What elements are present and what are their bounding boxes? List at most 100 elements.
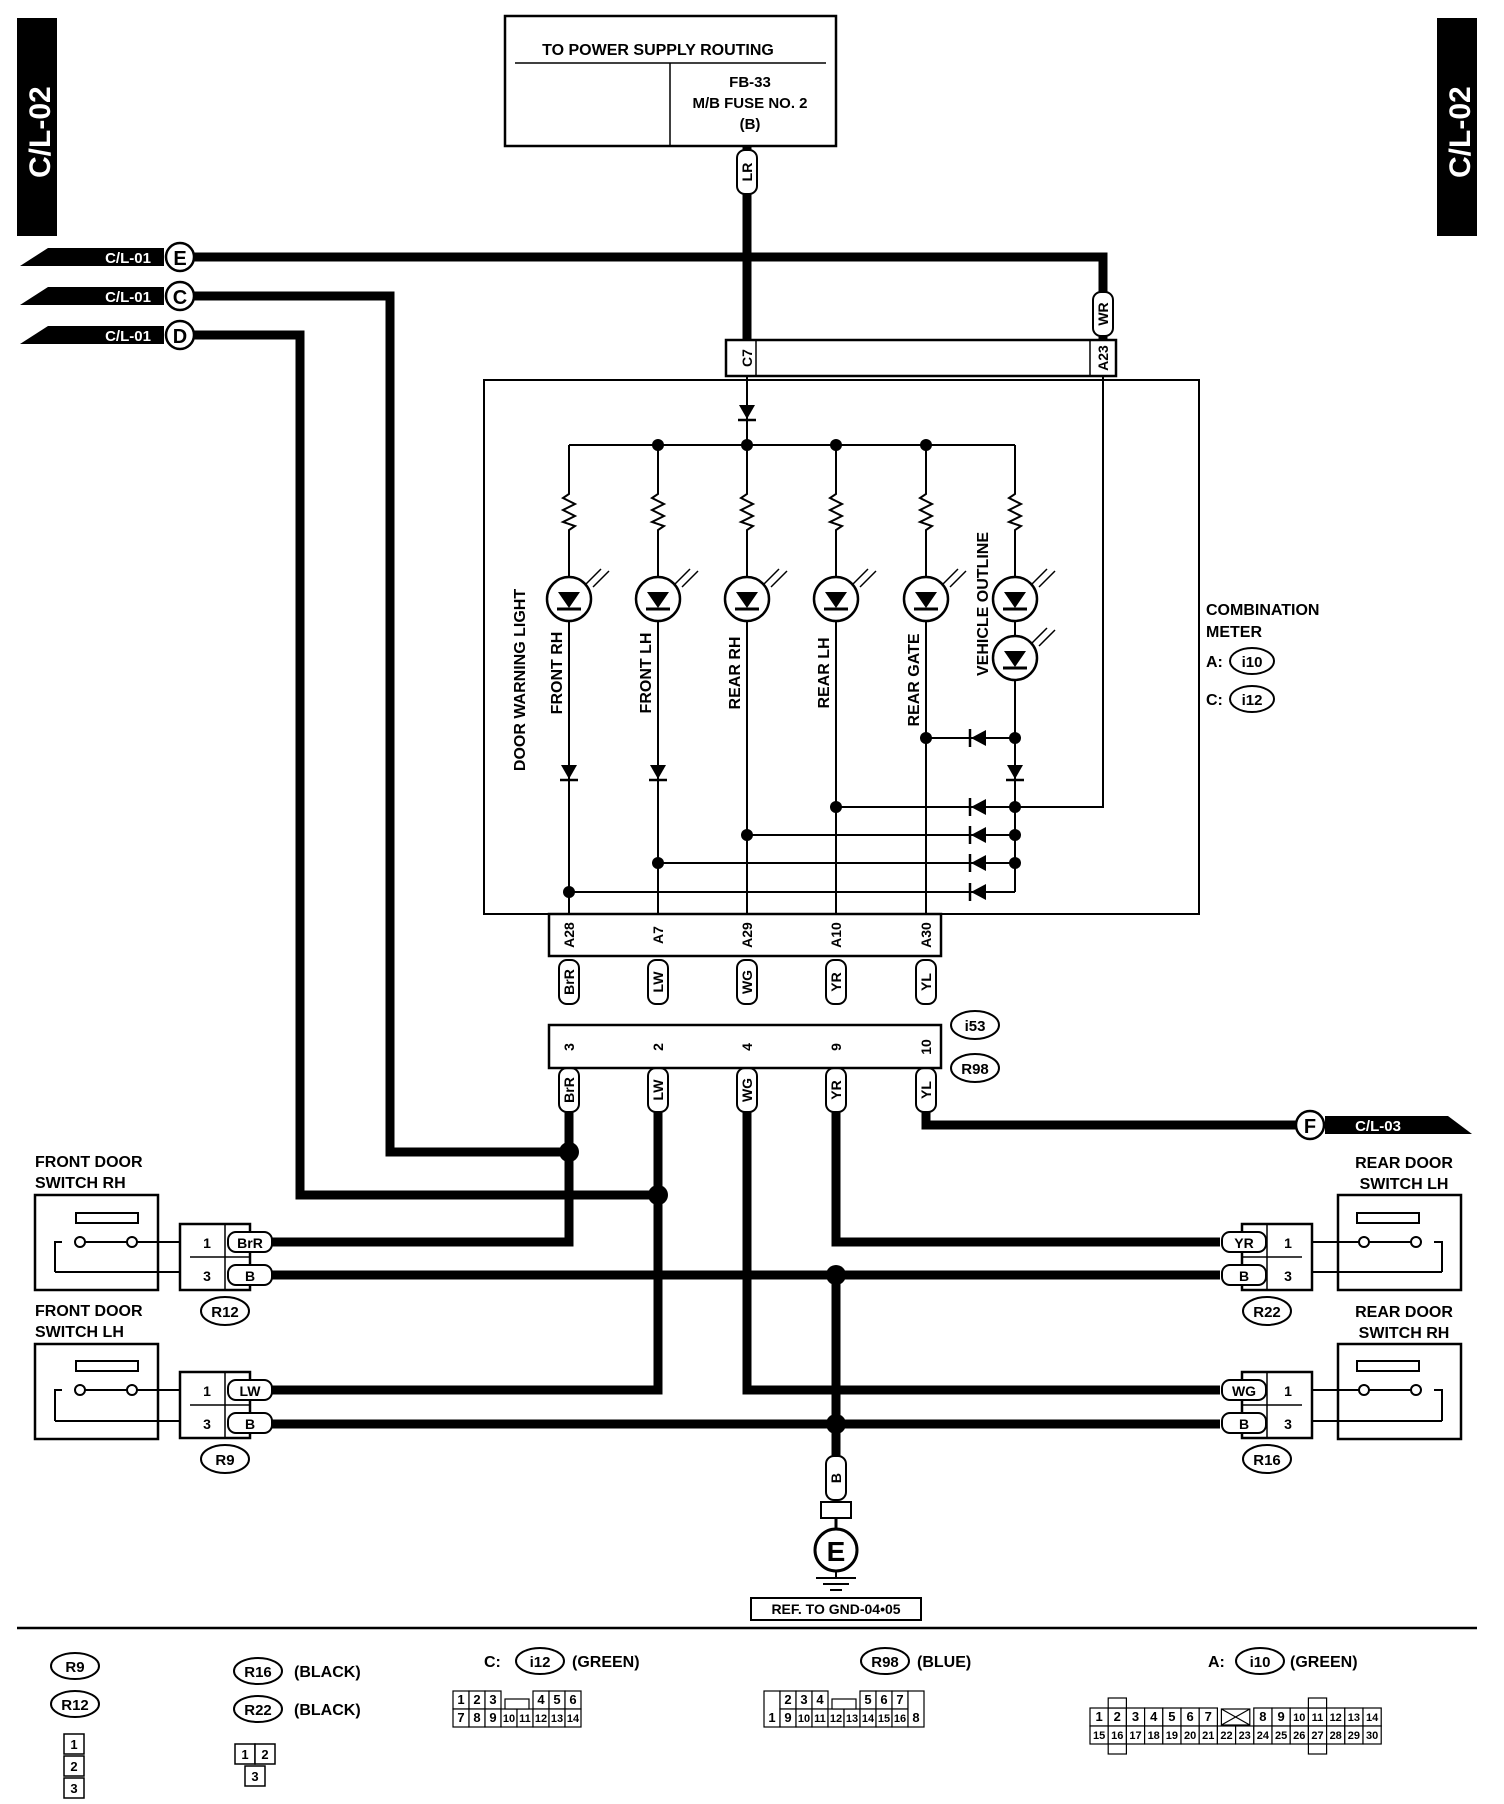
i10-pin-26-label: 26	[1293, 1730, 1305, 1742]
i10-pin-9-label: 9	[1277, 1709, 1284, 1724]
r98-pin-6-label: 6	[880, 1692, 887, 1707]
door-warning-light-label: DOOR WARNING LIGHT	[512, 589, 529, 771]
terminal-a23: A23	[1095, 345, 1111, 371]
wire-brr	[250, 1080, 574, 1247]
ground-point: B E REF. TO GND-04•05	[750, 1455, 922, 1621]
connector-r12-tag: R12	[211, 1304, 239, 1321]
r98-pin-11-label: 11	[814, 1713, 826, 1725]
wire-code-yr-upper: YR	[828, 972, 844, 991]
r98-key	[831, 1698, 857, 1710]
wire-code-wg-lower: WG	[739, 1078, 755, 1102]
legend-i12: i12	[530, 1654, 551, 1671]
offpage-arrow-d: C/L-01 D	[20, 319, 196, 351]
rear-rh-pin3: 3	[1284, 1416, 1292, 1432]
i10-pin-14-label: 14	[1366, 1712, 1379, 1724]
i10-pin-19-label: 19	[1166, 1730, 1178, 1742]
i10-pin-12-label: 12	[1330, 1712, 1342, 1724]
front-rh-pin3: 3	[203, 1268, 211, 1284]
combination-meter-label: COMBINATION METER A: i10 C: i12	[1206, 602, 1319, 713]
front-rh-wire-b: B	[245, 1268, 255, 1284]
wire-code-brr-lower: BrR	[561, 1077, 577, 1103]
rear-rh-wire-wg: WG	[1232, 1383, 1256, 1399]
wire-code-brr-upper: BrR	[561, 969, 577, 995]
r98-pin-16-label: 16	[894, 1713, 906, 1725]
rear-door-switch-lh-line1: REAR DOOR	[1355, 1155, 1453, 1172]
wire-code-yl-upper: YL	[918, 973, 934, 991]
i10-pin-21-label: 21	[1202, 1730, 1214, 1742]
rear-door-switch-lh-line2: SWITCH LH	[1360, 1176, 1449, 1193]
offpage-e-page: C/L-01	[105, 250, 151, 267]
lamp-rear-rh-label: REAR RH	[727, 637, 744, 710]
i10-pin-16-label: 16	[1111, 1730, 1123, 1742]
wire-yr	[831, 1080, 1220, 1247]
front-door-switch-lh-line2: SWITCH LH	[35, 1324, 124, 1341]
i10-pin-30	[1362, 1725, 1382, 1745]
lamp-front-rh-label: FRONT RH	[549, 632, 566, 715]
terminal-a10: A10	[828, 922, 844, 948]
i10-pin-2-label: 2	[1114, 1709, 1121, 1724]
joint-pin-3: 3	[561, 1043, 577, 1051]
i12-pin-14	[564, 1708, 582, 1728]
r98-pin-15-label: 15	[878, 1713, 890, 1725]
i10-pin-5-label: 5	[1168, 1709, 1175, 1724]
r98-pin-10-label: 10	[798, 1713, 810, 1725]
i10-tab-3	[1307, 1743, 1328, 1755]
front-door-switch-rh-line1: FRONT DOOR	[35, 1154, 143, 1171]
page-tag-left-label: C/L-02	[24, 86, 57, 178]
lamp-front-lh-label: FRONT LH	[638, 633, 655, 714]
i10-tab-1	[1307, 1697, 1328, 1709]
front-lh-pin1: 1	[203, 1383, 211, 1399]
connector-i10-tag: i10	[1242, 654, 1263, 671]
combination-meter-line2: METER	[1206, 624, 1262, 641]
ground-wire-code: B	[828, 1473, 844, 1483]
joint-pin-4: 4	[739, 1043, 755, 1051]
rear-door-switch-lh: REAR DOOR SWITCH LH 1 3 YR B R22	[1221, 1155, 1463, 1326]
i10-pin-4-label: 4	[1150, 1709, 1158, 1724]
harness-junctions	[559, 1142, 846, 1434]
i10-pin-1-label: 1	[1095, 1709, 1102, 1724]
terminal-a30: A30	[918, 922, 934, 948]
page-tag-left	[17, 18, 57, 236]
legend-r9: R9	[65, 1659, 84, 1676]
offpage-d-page: C/L-01	[105, 328, 151, 345]
wire-code-lr: LR	[739, 163, 755, 182]
wire-c	[194, 291, 569, 1157]
rear-rh-pin1: 1	[1284, 1383, 1292, 1399]
wire-d	[194, 330, 658, 1200]
i10-pin-10-label: 10	[1293, 1712, 1305, 1724]
i10-pin-18-label: 18	[1148, 1730, 1160, 1742]
offpage-arrow-e: C/L-01 E	[20, 241, 196, 273]
meter-junctions	[563, 439, 1021, 898]
r98-pin-9-label: 9	[784, 1710, 791, 1725]
i12-pin-13-label: 13	[551, 1713, 563, 1725]
r98-pin-7-label: 7	[896, 1692, 903, 1707]
i12-pin-11-label: 11	[519, 1713, 531, 1725]
legend-r16-color: (BLACK)	[294, 1664, 361, 1681]
i12-pin-4-label: 4	[537, 1692, 545, 1707]
legend-3pin-triangle: 1 2 3	[234, 1743, 276, 1787]
legend-r12: R12	[61, 1697, 89, 1714]
rear-lh-wire-b: B	[1239, 1268, 1249, 1284]
wire-code-yr-lower: YR	[828, 1080, 844, 1099]
rear-lh-wire-yr: YR	[1234, 1235, 1253, 1251]
combination-meter-line1: COMBINATION	[1206, 602, 1319, 619]
legend-c-prefix: C:	[484, 1654, 501, 1671]
harness-wires	[194, 146, 1300, 1462]
page-tag-right	[1437, 18, 1477, 236]
i10-pin-17-label: 17	[1129, 1730, 1141, 1742]
i10-pin-15-label: 15	[1093, 1730, 1105, 1742]
front-rh-wire-brr: BrR	[237, 1235, 263, 1251]
resistors	[562, 487, 1022, 537]
offpage-f-letter: F	[1304, 1116, 1316, 1138]
legend-3pin-1: 1	[70, 1737, 77, 1752]
offpage-e-letter: E	[173, 248, 186, 270]
i12-pin-14-label: 14	[567, 1713, 580, 1725]
lamp-vehicle-outline-label: VEHICLE OUTLINE	[975, 532, 992, 676]
connector-i12-tag: i12	[1242, 692, 1263, 709]
joint-pin-2: 2	[650, 1043, 666, 1051]
power-supply-box: TO POWER SUPPLY ROUTING FB-33 M/B FUSE N…	[503, 14, 838, 148]
